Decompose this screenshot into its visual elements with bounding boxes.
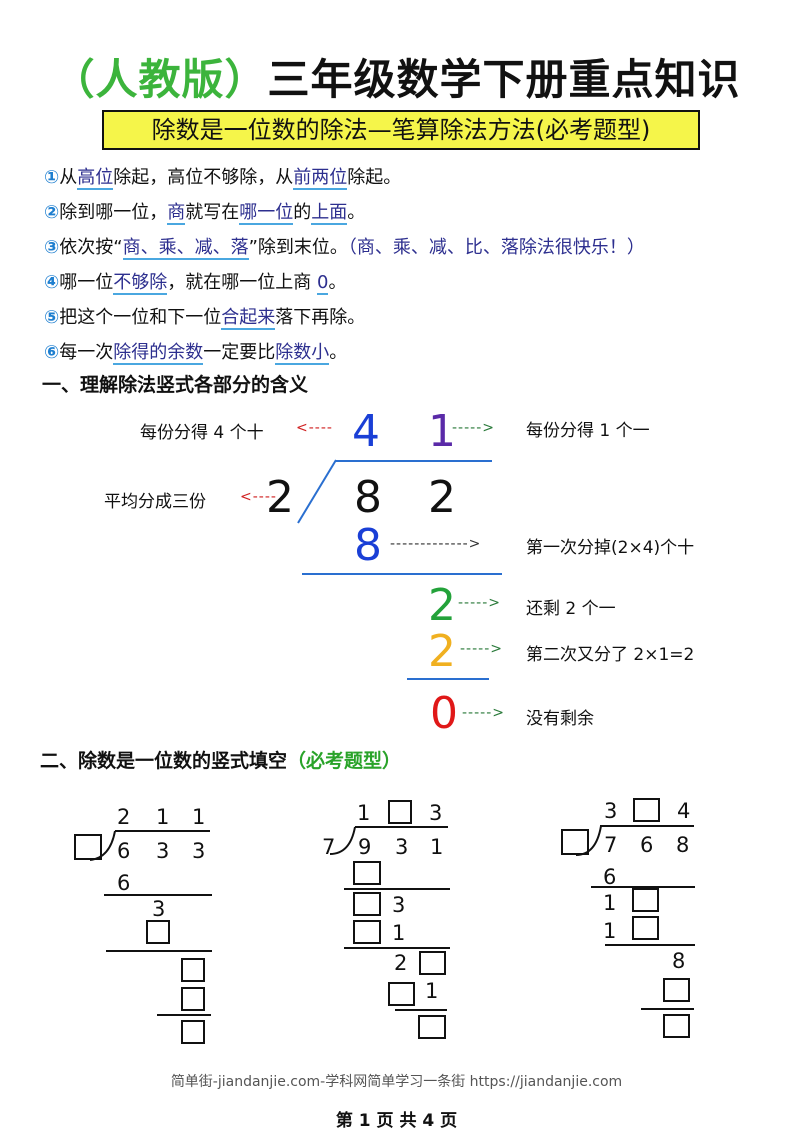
subtraction-line — [605, 944, 695, 946]
label-none-left: 没有剩余 — [526, 709, 594, 729]
arrow-right-icon: -----> — [452, 420, 495, 436]
arrow-right-icon: -----> — [460, 641, 503, 657]
final-remainder: 0 — [430, 688, 458, 739]
answer-box[interactable] — [561, 829, 589, 855]
subtraction-line — [407, 678, 489, 680]
rule-1: ①从高位除起，高位不够除，从前两位除起。 — [44, 167, 402, 190]
division-bracket-icon — [329, 826, 356, 855]
label-divide-into: 平均分成三份 — [104, 492, 206, 512]
subtraction-line — [395, 1009, 447, 1011]
subtraction-line — [106, 950, 212, 952]
subtraction-line — [104, 894, 212, 896]
watermark: 简单街-jiandanjie.com-学科网简单学习一条街 https://ji… — [170, 1074, 623, 1090]
must-test-tag: （必考题型） — [287, 750, 402, 772]
quotient-digit-ones: 1 — [428, 406, 456, 457]
arrow-left-icon: <---- — [240, 489, 277, 505]
rule-2: ②除到哪一位，商就写在哪一位的上面。 — [44, 202, 366, 225]
label-ones-each: 每份分得 1 个一 — [526, 421, 650, 441]
step1-product: 8 — [354, 520, 382, 571]
title-publisher: （人教版） — [52, 55, 268, 104]
rule-3: ③依次按“商、乘、减、落”除到末位。（商、乘、减、比、落除法很快乐！） — [44, 237, 645, 260]
division-bar — [115, 830, 210, 832]
answer-box[interactable] — [181, 1020, 205, 1044]
subtraction-line — [591, 886, 695, 888]
subtraction-line — [641, 1008, 694, 1010]
dividend-digit-ones: 2 — [428, 472, 456, 523]
answer-box[interactable] — [388, 800, 412, 824]
arrow-left-icon: <---- — [296, 420, 333, 436]
rule-5: ⑤把这个一位和下一位合起来落下再除。 — [44, 307, 366, 330]
label-first-take: 第一次分掉(2×4)个十 — [526, 538, 695, 558]
title-main: 三年级数学下册重点知识 — [267, 55, 741, 104]
answer-box[interactable] — [353, 892, 381, 916]
subtraction-line — [302, 573, 502, 575]
subtraction-line — [344, 947, 450, 949]
subtraction-line — [344, 888, 450, 890]
answer-box[interactable] — [632, 888, 659, 912]
arrow-right-icon: -----> — [462, 705, 505, 721]
section2-heading: 二、除数是一位数的竖式填空（必考题型） — [40, 750, 402, 772]
dividend-digit-tens: 8 — [354, 472, 382, 523]
arrow-right-icon: -----> — [458, 595, 501, 611]
answer-box[interactable] — [353, 861, 381, 885]
rules-list: ①从高位除起，高位不够除，从前两位除起。 ②除到哪一位，商就写在哪一位的上面。 … — [44, 160, 764, 370]
label-second-take: 第二次又分了 2×1=2 — [526, 645, 695, 665]
label-left: 还剩 2 个一 — [526, 599, 616, 619]
answer-box[interactable] — [74, 834, 102, 860]
division-bar — [335, 460, 492, 462]
rule-4: ④哪一位不够除，就在哪一位上商 0。 — [44, 272, 347, 295]
answer-box[interactable] — [663, 978, 690, 1002]
quotient-digit-tens: 4 — [352, 406, 380, 457]
label-tens-each: 每份分得 4 个十 — [140, 423, 264, 443]
answer-box[interactable] — [146, 920, 170, 944]
section1-heading: 一、理解除法竖式各部分的含义 — [42, 374, 309, 396]
answer-box[interactable] — [419, 951, 446, 975]
subtitle-banner: 除数是一位数的除法—笔算除法方法(必考题型) — [102, 110, 700, 150]
answer-box[interactable] — [353, 920, 381, 944]
answer-box[interactable] — [418, 1015, 446, 1039]
step2-product: 2 — [428, 626, 456, 677]
divisor-digit: 2 — [266, 472, 294, 523]
answer-box[interactable] — [663, 1014, 690, 1038]
answer-box[interactable] — [181, 958, 205, 982]
answer-box[interactable] — [632, 916, 659, 940]
division-bar — [600, 825, 694, 827]
answer-box[interactable] — [388, 982, 415, 1006]
rule-6: ⑥每一次除得的余数一定要比除数小。 — [44, 342, 348, 365]
arrow-right-icon: -------------> — [390, 536, 482, 552]
answer-box[interactable] — [181, 987, 205, 1011]
division-bar — [355, 826, 448, 828]
subtraction-line — [157, 1014, 211, 1016]
page-number: 第 1 页 共 4 页 — [335, 1111, 458, 1131]
page-title: （人教版）三年级数学下册重点知识 — [0, 46, 793, 107]
remainder-digit: 2 — [428, 580, 456, 631]
answer-box[interactable] — [633, 798, 660, 822]
division-bracket-icon — [297, 459, 337, 524]
